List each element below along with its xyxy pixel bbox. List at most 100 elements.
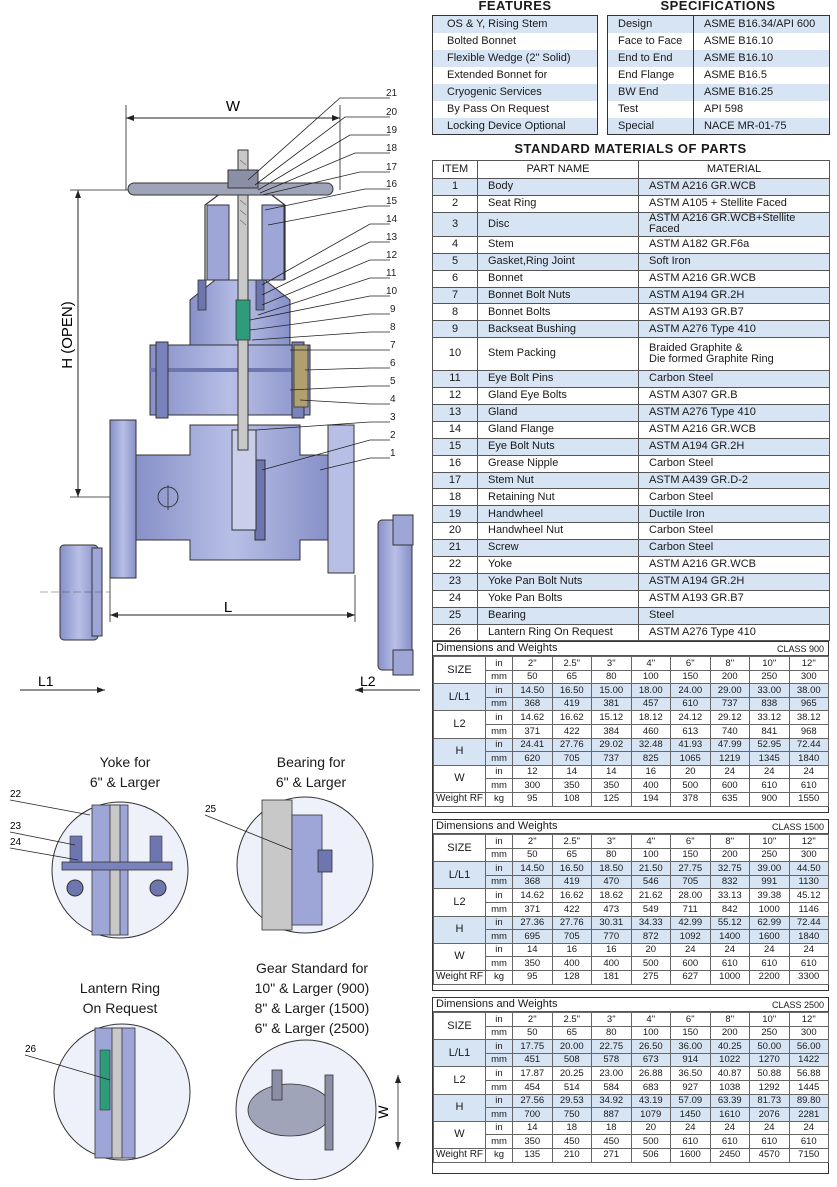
feature-row: By Pass On Request: [433, 101, 598, 118]
material-spec: Soft Iron: [638, 252, 830, 271]
dimension-value: 14: [512, 942, 553, 958]
weight-value: 2200: [749, 969, 790, 985]
material-spec-line: Die formed Graphite Ring: [649, 353, 774, 366]
callout-16: 16: [386, 179, 398, 190]
gear-dim-w-label: W: [375, 1105, 391, 1119]
material-spec-line: Braided Graphite &: [649, 341, 743, 354]
dimension-value: 57.09: [670, 1093, 711, 1109]
dimension-value: 450: [551, 1134, 592, 1149]
dimension-value: 610: [670, 1134, 711, 1149]
dimension-value: 36.00: [670, 1039, 711, 1054]
material-part-name: Seat Ring: [477, 194, 639, 213]
gear-caption-line1: Gear Standard for: [255, 960, 369, 976]
dimension-value: 21.62: [630, 888, 671, 903]
dimension-value: 740: [709, 723, 750, 739]
dimension-value: 1000: [749, 901, 790, 917]
feature-item: Extended Bonnet for: [447, 69, 548, 81]
dimension-value: 1038: [709, 1079, 750, 1095]
material-item-number: 9: [432, 320, 478, 339]
dimension-value: 65: [551, 847, 592, 863]
weight-value: 3300: [788, 969, 829, 985]
dim-l-label: L: [224, 599, 232, 616]
material-item-number: 15: [432, 437, 478, 456]
callout-25: 25: [205, 804, 217, 815]
dimension-value: 705: [551, 929, 592, 944]
dimension-value: 610: [709, 956, 750, 971]
dimension-value: 610: [749, 956, 790, 971]
dimension-value: 12: [512, 764, 553, 780]
dimension-value: 1092: [670, 929, 711, 944]
dimension-value: 52.95: [749, 737, 790, 753]
dimension-value: 28.00: [670, 888, 711, 903]
lantern-caption-line1: Lantern Ring: [79, 980, 161, 996]
dimension-value: 24.00: [670, 683, 711, 698]
weight-unit: kg: [485, 1147, 513, 1163]
feature-row: Locking Device Optional: [432, 117, 598, 135]
unit-label: in: [485, 764, 513, 780]
dimension-value: 10": [749, 656, 790, 671]
dimension-value: 22.75: [591, 1039, 632, 1054]
callout-10: 10: [386, 286, 398, 297]
dimension-value: 2.5": [551, 656, 592, 671]
material-part-name: Eye Bolt Nuts: [477, 437, 639, 456]
dimension-value: 1219: [709, 751, 750, 766]
unit-label: mm: [485, 696, 513, 712]
dimension-value: 705: [670, 874, 711, 890]
callout-21: 21: [386, 88, 398, 99]
dimension-value: 549: [630, 901, 671, 917]
dimension-value: 737: [709, 696, 750, 712]
dimension-value: 16: [551, 942, 592, 958]
dimension-value: 27.76: [551, 737, 592, 753]
weight-value: 95: [512, 969, 553, 985]
dimension-value: 23.00: [591, 1066, 632, 1081]
dimension-value: 100: [630, 1025, 671, 1041]
callout-11: 11: [386, 268, 397, 279]
bearing-caption-line2: 6" & Larger: [275, 774, 347, 790]
gear-detail-caption: Gear Standard for 10" & Larger (900) 8" …: [232, 958, 392, 1038]
dimension-value: 80: [591, 1025, 632, 1041]
callout-24: 24: [10, 837, 22, 848]
dimension-value: 16.62: [551, 888, 592, 903]
material-part-name: Gland: [477, 404, 639, 422]
material-item-number: 16: [432, 454, 478, 473]
dimension-value: 2.5": [551, 1012, 592, 1027]
material-item-number: 13: [432, 404, 478, 422]
material-part-name: Backseat Bushing: [477, 320, 639, 339]
dimension-value: 45.12: [788, 888, 829, 903]
dimension-value: 2281: [788, 1107, 829, 1122]
dimension-label: H: [433, 737, 486, 766]
dimension-value: 24: [709, 764, 750, 780]
dimension-label: W: [433, 1120, 486, 1149]
feature-item: OS & Y, Rising Stem: [432, 15, 598, 33]
dim-l1-label: L1: [38, 673, 54, 689]
callout-13: 13: [386, 232, 398, 243]
weight-value: 128: [551, 969, 592, 985]
dimension-value: 41.93: [670, 737, 711, 753]
dimension-value: 673: [630, 1052, 671, 1068]
dimension-value: 4": [630, 834, 671, 849]
dimension-value: 50: [512, 1025, 553, 1041]
dimension-label: L2: [433, 710, 486, 739]
dimension-value: 6": [670, 656, 711, 671]
feature-item: By Pass On Request: [447, 103, 550, 115]
material-spec: Steel: [638, 606, 830, 625]
dimension-value: 887: [591, 1107, 632, 1122]
material-part-name: Grease Nipple: [477, 454, 639, 473]
dimension-value: 24: [749, 764, 790, 780]
dimension-value: 613: [670, 723, 711, 739]
dimension-value: 250: [749, 1025, 790, 1041]
material-spec: ASTM A182 GR.F6a: [638, 235, 830, 254]
spec-label: Test: [607, 100, 694, 118]
dimension-value: 81.73: [749, 1093, 790, 1109]
specifications-title: SPECIFICATIONS: [660, 0, 776, 13]
dimension-value: 1130: [788, 874, 829, 890]
unit-label: mm: [485, 778, 513, 793]
